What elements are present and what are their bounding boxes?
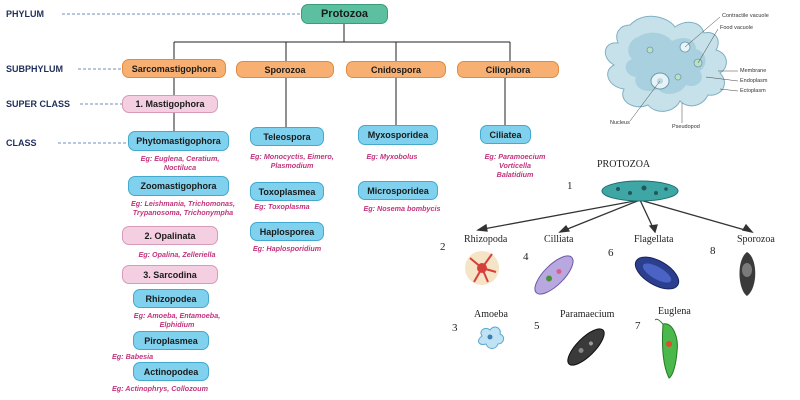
amoeba-diagram [604, 15, 739, 123]
superclass-mastigophora: 1. Mastigophora [122, 95, 218, 113]
class-haplosporea: Haplosporea [250, 222, 324, 241]
cilliata-image [534, 255, 574, 295]
example-zoomastigophora: Eg: Leishmania, Trichomonas,Trypanosoma,… [130, 199, 236, 217]
label-endoplasm: Endoplasm [740, 78, 768, 84]
label-contractile-vacuole: Contractile vacuole [722, 13, 769, 19]
class-zoomastigophora: Zoomastigophora [128, 176, 229, 196]
label-pseudopod: Pseudopod [672, 124, 700, 130]
label-ectoplasm: Ectoplasm [740, 88, 766, 94]
class-myxosporidea: Myxosporidea [358, 125, 438, 145]
amoeba-image [478, 326, 505, 349]
level-class: CLASS [6, 138, 37, 148]
subphylum-sarcomastigophora: Sarcomastigophora [122, 59, 226, 78]
class-teleospora: Teleospora [250, 127, 324, 146]
tree-num-2: 2 [440, 241, 446, 253]
example-rhizopodea: Eg: Amoeba, Entamoeba,Elphidium [133, 311, 221, 329]
example-teleospora: Eg: Monocyctis, Eimero,Plasmodium [250, 152, 334, 170]
tree-num-6: 6 [608, 247, 614, 259]
example-actinopodea: Eg: Actinophrys, Collozoum [112, 384, 208, 393]
level-superclass: SUPER CLASS [6, 99, 71, 109]
tree-label-cilliata: Cilliata [544, 234, 574, 245]
class-rhizopodea: Rhizopodea [133, 289, 209, 308]
example-phytomastigophora: Eg: Euglena, Ceratium,Noctiluca [140, 154, 220, 172]
example-opalinata: Eg: Opalina, Zelleriella [138, 250, 216, 259]
class-microsporidea: Microsporidea [358, 181, 438, 200]
class-actinopodea: Actinopodea [133, 362, 209, 381]
tree-num-3: 3 [452, 322, 458, 334]
subphylum-cnidospora: Cnidospora [346, 61, 446, 78]
flagellata-image [634, 256, 680, 290]
tree-label-paramaecium: Paramaecium [560, 309, 615, 320]
tree-num-7: 7 [635, 320, 641, 332]
level-phylum: PHYLUM [6, 9, 44, 19]
tree-label-euglena: Euglena [658, 306, 691, 317]
tree-label-rhizopoda: Rhizopoda [464, 234, 508, 245]
example-toxoplasmea: Eg: Toxoplasma [254, 202, 310, 211]
tree-label-flagellata: Flagellata [634, 234, 674, 245]
rhizopoda-image [465, 251, 499, 285]
tree-label-amoeba: Amoeba [474, 309, 508, 320]
example-myxosporidea: Eg: Myxobolus [366, 152, 418, 161]
paramaecium-image [567, 328, 605, 366]
tree-num-5: 5 [534, 320, 540, 332]
class-toxoplasmea: Toxoplasmea [250, 182, 324, 201]
example-microsporidea: Eg: Nosema bombycis [363, 204, 441, 213]
label-membrane: Membrane [740, 68, 767, 74]
superclass-sarcodina: 3. Sarcodina [122, 265, 218, 284]
tree-label-sporozoa: Sporozoa [737, 234, 775, 245]
class-ciliatea: Ciliatea [480, 125, 531, 144]
tree-num-8: 8 [710, 245, 716, 257]
subphylum-ciliophora: Ciliophora [457, 61, 559, 78]
example-haplosporea: Eg: Haplosporidium [252, 244, 322, 253]
subphylum-sporozoa: Sporozoa [236, 61, 334, 78]
level-subphylum: SUBPHYLUM [6, 64, 64, 74]
example-piroplasmea: Eg: Babesia [112, 352, 154, 361]
class-piroplasmea: Piroplasmea [133, 331, 209, 350]
phylum-protozoa: Protozoa [301, 4, 388, 24]
tree-num-4: 4 [523, 251, 529, 263]
paramecium-root-image [601, 180, 679, 202]
label-food-vacuole: Food vacuole [720, 25, 754, 31]
tree-root-num: 1 [567, 180, 573, 192]
superclass-opalinata: 2. Opalinata [122, 226, 218, 245]
label-nucleus: Nucleus [610, 120, 630, 126]
euglena-image [655, 318, 678, 379]
class-phytomastigophora: Phytomastigophora [128, 131, 229, 151]
sporozoa-image [739, 252, 756, 296]
tree-title: PROTOZOA [597, 159, 651, 170]
